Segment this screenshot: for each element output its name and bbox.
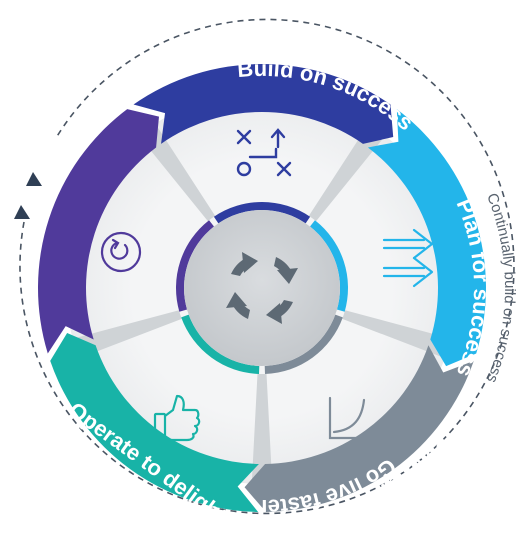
stage-band-operate bbox=[50, 332, 259, 512]
stage-band-maximize bbox=[244, 345, 474, 512]
sector-divider bbox=[138, 123, 216, 222]
sector-divider bbox=[251, 373, 273, 484]
inner-ring-segment-golive bbox=[310, 220, 348, 312]
dashed-cycle-ring bbox=[19, 18, 515, 515]
sector-divider bbox=[72, 310, 182, 359]
cycle-arrowhead-icon bbox=[26, 172, 42, 186]
inner-ring-segment-operate bbox=[181, 314, 260, 374]
strategy-play-icon bbox=[236, 128, 292, 177]
cycle-arrow-segment bbox=[274, 257, 298, 284]
inner-ring-segment-build bbox=[176, 220, 214, 312]
stage-band-golive bbox=[367, 109, 486, 367]
sector-divider bbox=[308, 123, 386, 222]
refresh-cycle-icon bbox=[100, 231, 142, 273]
fast-forward-arrows-icon bbox=[382, 228, 434, 288]
inner-ring bbox=[176, 202, 348, 374]
growth-curve-icon bbox=[328, 396, 370, 440]
stage-band bbox=[37, 64, 486, 512]
cycle-arrows-icon bbox=[226, 252, 298, 324]
cycle-arrowhead-icon bbox=[14, 205, 30, 219]
inner-ring-segment-maximize bbox=[264, 314, 343, 374]
outer-cycle bbox=[14, 18, 515, 515]
center-hub bbox=[184, 210, 340, 366]
stage-band-plan bbox=[133, 64, 394, 144]
sector-dividers bbox=[72, 123, 452, 484]
cycle-arrow-segment bbox=[231, 252, 258, 276]
thumbs-up-icon bbox=[153, 394, 201, 442]
inner-ring-segment-plan bbox=[213, 202, 311, 224]
sector-divider bbox=[342, 310, 452, 359]
cycle-arrow-segment bbox=[266, 300, 293, 324]
cycle-arrow-segment bbox=[226, 292, 250, 319]
stage-band-build bbox=[37, 109, 159, 354]
